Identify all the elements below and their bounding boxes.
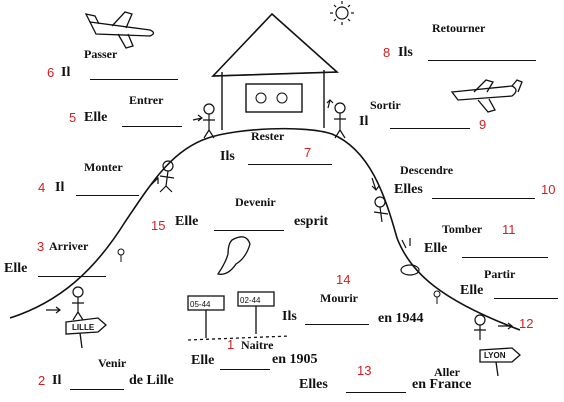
airplane-right [450,79,523,113]
entry-10-verb: Descendre [400,163,454,177]
airplane-left [84,11,155,49]
lyon-sign [479,347,521,377]
entry-3-subject: Elle [4,261,28,276]
entry-1-answer-blank[interactable] [220,369,270,370]
entry-8-answer-blank[interactable] [428,60,536,61]
entry-9-subject: Il [359,114,369,129]
entry-15-verb: Devenir [235,195,276,209]
entry-2-suffix: de Lille [129,373,174,388]
entry-9-answer-blank[interactable] [390,128,470,129]
entry-13-verb: Aller [434,365,460,379]
lyon-sign-text: LYON [484,351,506,360]
entry-4-answer-blank[interactable] [76,195,139,196]
entry-7-number: 7 [304,145,312,160]
entry-3-answer-blank[interactable] [38,276,106,277]
hill-outline [9,127,521,331]
entry-1-verb: Naitre [241,338,274,352]
entry-12-answer-blank[interactable] [494,298,558,299]
entry-2-number: 2 [38,373,46,388]
entry-5-answer-blank[interactable] [122,126,182,127]
entry-13-suffix: en France [412,377,472,392]
entry-7-answer-blank[interactable] [248,164,332,165]
ghost-drawing [216,236,251,275]
grave-left-date: 05-44 [190,300,211,309]
entry-11-subject: Elle [424,241,448,256]
entry-15-answer-blank[interactable] [214,230,284,231]
entry-6-subject: Il [61,65,71,80]
entry-15-subject: Elle [175,214,199,229]
lille-sign-text: LILLE [72,323,95,332]
entry-12-subject: Elle [460,283,484,298]
grave-right-date: 02-44 [240,296,261,305]
entry-3-number: 3 [37,239,45,254]
entry-11-answer-blank[interactable] [462,257,548,258]
entry-15-number: 15 [151,218,166,233]
sun-drawing [330,1,354,25]
entry-10-number: 10 [541,182,556,197]
entry-10-answer-blank[interactable] [432,198,535,199]
entry-5-verb: Entrer [129,93,164,107]
entry-4-number: 4 [38,180,46,195]
entry-7-verb: Rester [251,129,285,143]
entry-9-verb: Sortir [370,98,401,112]
lille-sign [65,317,107,349]
entry-6-number: 6 [47,65,55,80]
entry-14-subject: Ils [282,309,297,324]
entry-1-number: 1 [227,337,235,352]
stick-figures [46,99,513,340]
entry-1-suffix: en 1905 [272,352,318,367]
entry-2-answer-blank[interactable] [70,389,124,390]
entry-1-subject: Elle [191,353,215,368]
entry-10-subject: Elles [394,182,423,197]
entry-5-subject: Elle [84,110,108,125]
entry-14-answer-blank[interactable] [305,324,369,325]
entry-8-subject: Ils [398,45,413,60]
entry-14-number: 14 [336,272,351,287]
entry-2-subject: Il [52,373,62,388]
entry-9-number: 9 [479,117,487,132]
entry-2-verb: Venir [98,356,127,370]
entry-8-number: 8 [383,45,391,60]
entry-13-number: 13 [357,363,372,378]
entry-4-subject: Il [55,180,65,195]
house-drawing [211,12,340,130]
flowers [117,248,441,304]
entry-15-suffix: esprit [294,214,329,229]
entry-11-number: 11 [502,222,516,237]
entry-4-verb: Monter [84,160,123,174]
entry-13-subject: Elles [299,377,328,392]
entry-13-answer-blank[interactable] [346,392,406,393]
entry-5-number: 5 [69,110,77,125]
entry-3-verb: Arriver [49,239,89,253]
graves-drawing [187,291,291,341]
entry-14-suffix: en 1944 [378,311,424,326]
entry-7-subject: Ils [220,149,235,164]
entry-6-verb: Passer [84,47,118,61]
entry-14-verb: Mourir [320,291,358,305]
entry-12-verb: Partir [484,267,516,281]
entry-6-answer-blank[interactable] [90,79,178,80]
entry-8-verb: Retourner [432,21,486,35]
entry-11-verb: Tomber [442,222,483,236]
entry-12-number: 12 [519,316,534,331]
